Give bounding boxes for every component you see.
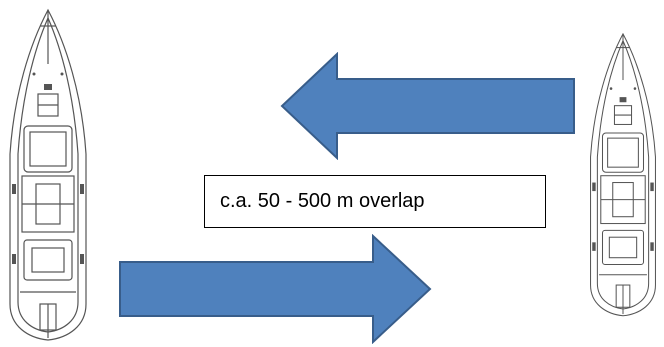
arrow-right-shape xyxy=(119,234,432,344)
ship-left-icon xyxy=(9,8,87,341)
overlap-label: c.a. 50 - 500 m overlap xyxy=(220,190,425,212)
ship-right-icon xyxy=(590,32,656,317)
arrow-right-icon xyxy=(119,234,432,344)
arrow-left-shape xyxy=(280,52,575,160)
overlap-label-box: c.a. 50 - 500 m overlap xyxy=(204,175,546,228)
arrow-left-icon xyxy=(280,52,575,160)
